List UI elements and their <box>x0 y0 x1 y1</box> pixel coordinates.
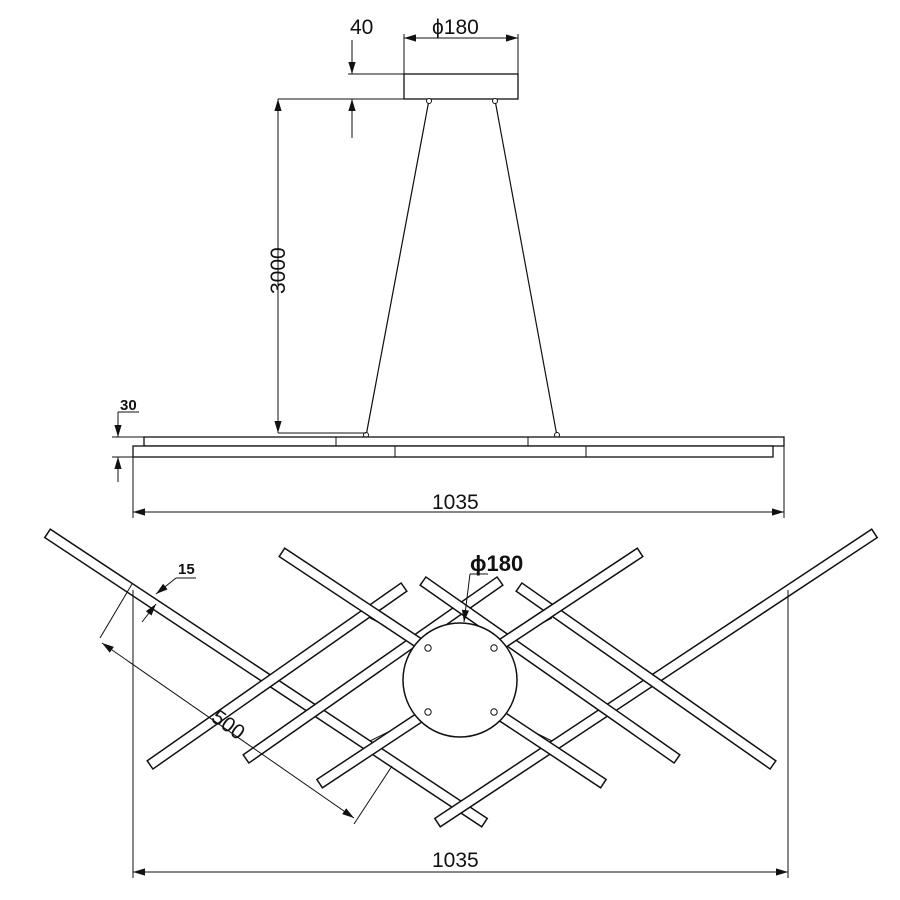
canopy-diameter-dimension: ϕ180 <box>403 16 519 74</box>
suspension-cable-left <box>365 99 430 437</box>
bar-width-label: 15 <box>178 561 195 578</box>
top-canopy-diameter-callout: ϕ180 <box>461 551 523 623</box>
canopy-diameter-label: ϕ180 <box>432 16 479 39</box>
side-overall-width-dimension: 1035 <box>132 446 785 518</box>
canopy-disc <box>402 622 518 738</box>
side-overall-width-label: 1035 <box>432 491 479 514</box>
top-view: ϕ180 15 500 1035 <box>43 528 879 878</box>
canopy <box>403 73 519 100</box>
light-bar <box>515 581 777 771</box>
bar-width-dimension: 15 <box>141 561 196 623</box>
top-overall-width-dimension: 1035 <box>132 590 789 878</box>
fixture-thickness-dimension: 30 <box>112 397 144 482</box>
canopy-height-label: 40 <box>350 16 373 39</box>
top-overall-width-label: 1035 <box>432 849 479 872</box>
canopy-height-dimension: 40 <box>278 16 404 138</box>
fixture-profile <box>132 436 785 458</box>
bar-length-label: 500 <box>207 705 249 744</box>
side-view: ϕ180 40 3000 <box>112 16 785 518</box>
fixture-thickness-label: 30 <box>120 397 137 414</box>
suspension-length-label: 3000 <box>267 247 290 294</box>
suspension-cable-right <box>494 99 558 437</box>
light-bar <box>419 575 681 765</box>
top-canopy-diameter-label: ϕ180 <box>470 551 523 576</box>
suspension-length-dimension: 3000 <box>267 99 366 434</box>
